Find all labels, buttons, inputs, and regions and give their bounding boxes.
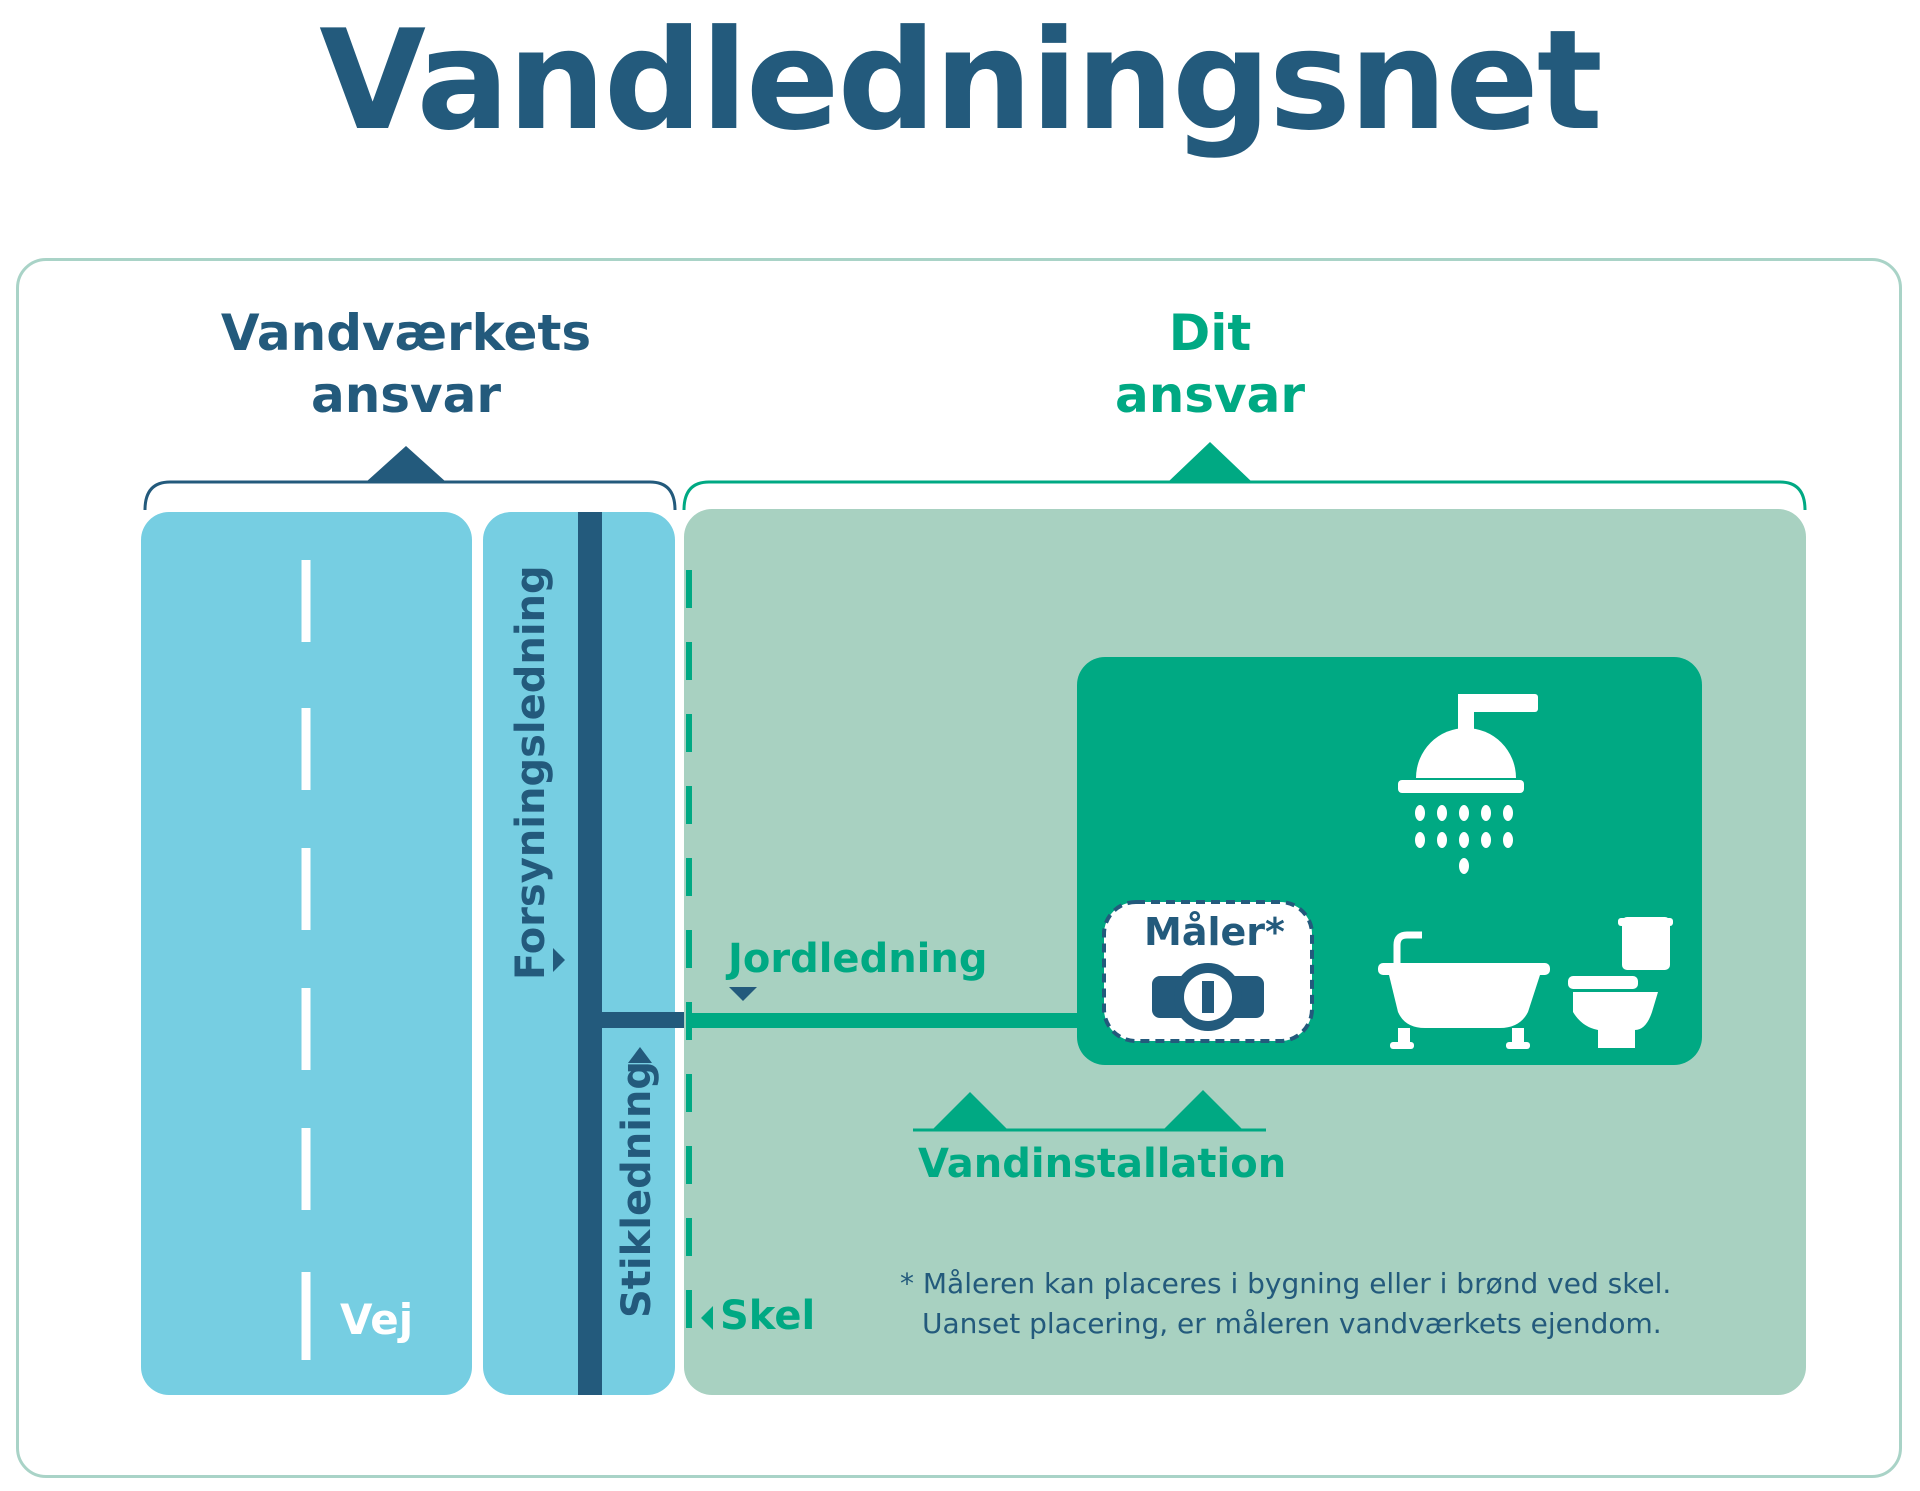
- supply-line-label: Forsyningsledning: [508, 565, 554, 980]
- installation-label: Vandinstallation: [918, 1141, 1287, 1187]
- footnote-line2: Uanset placering, er måleren vandværkets…: [922, 1307, 1662, 1340]
- service-pipe: [590, 1012, 686, 1028]
- diagram-frame: [16, 258, 1902, 1478]
- your-heading-line2: ansvar: [1114, 366, 1306, 424]
- waterworks-brace: [143, 446, 677, 511]
- water-meter-icon: [1102, 900, 1314, 1043]
- bathtub-icon: [1378, 931, 1550, 1049]
- road-area: [141, 512, 472, 1395]
- your-brace: [682, 442, 1807, 511]
- ground-line-arrow-icon: [729, 987, 757, 1001]
- supply-arrow-icon: [553, 948, 565, 972]
- footnote-line1: * Måleren kan placeres i bygning eller i…: [900, 1267, 1672, 1300]
- supply-strip: [483, 512, 686, 1395]
- waterworks-heading-line1: Vandværkets: [220, 304, 592, 362]
- toilet-icon: [1568, 917, 1673, 1048]
- boundary-arrow-icon: [701, 1306, 713, 1330]
- your-heading-line1: Dit: [1168, 304, 1252, 362]
- shower-icon: [1398, 694, 1538, 874]
- meter-label: Måler*: [1144, 910, 1285, 954]
- service-line-label: Stikledning: [614, 1060, 660, 1318]
- footnote: * Måleren kan placeres i bygning eller i…: [900, 1264, 1671, 1344]
- your-responsibility-heading: Dit ansvar: [1010, 302, 1410, 426]
- road-label: Vej: [340, 1295, 414, 1344]
- ground-line-label: Jordledning: [728, 936, 988, 982]
- page-title: Vandledningsnet: [319, 0, 1603, 161]
- ground-pipe: [686, 1013, 1086, 1028]
- service-arrow-icon: [628, 1047, 652, 1063]
- waterworks-responsibility-heading: Vandværkets ansvar: [146, 302, 666, 426]
- waterworks-heading-line2: ansvar: [310, 366, 502, 424]
- boundary-label: Skel: [720, 1293, 816, 1339]
- supply-pipe: [578, 512, 602, 1395]
- installation-bracket: [913, 1090, 1266, 1132]
